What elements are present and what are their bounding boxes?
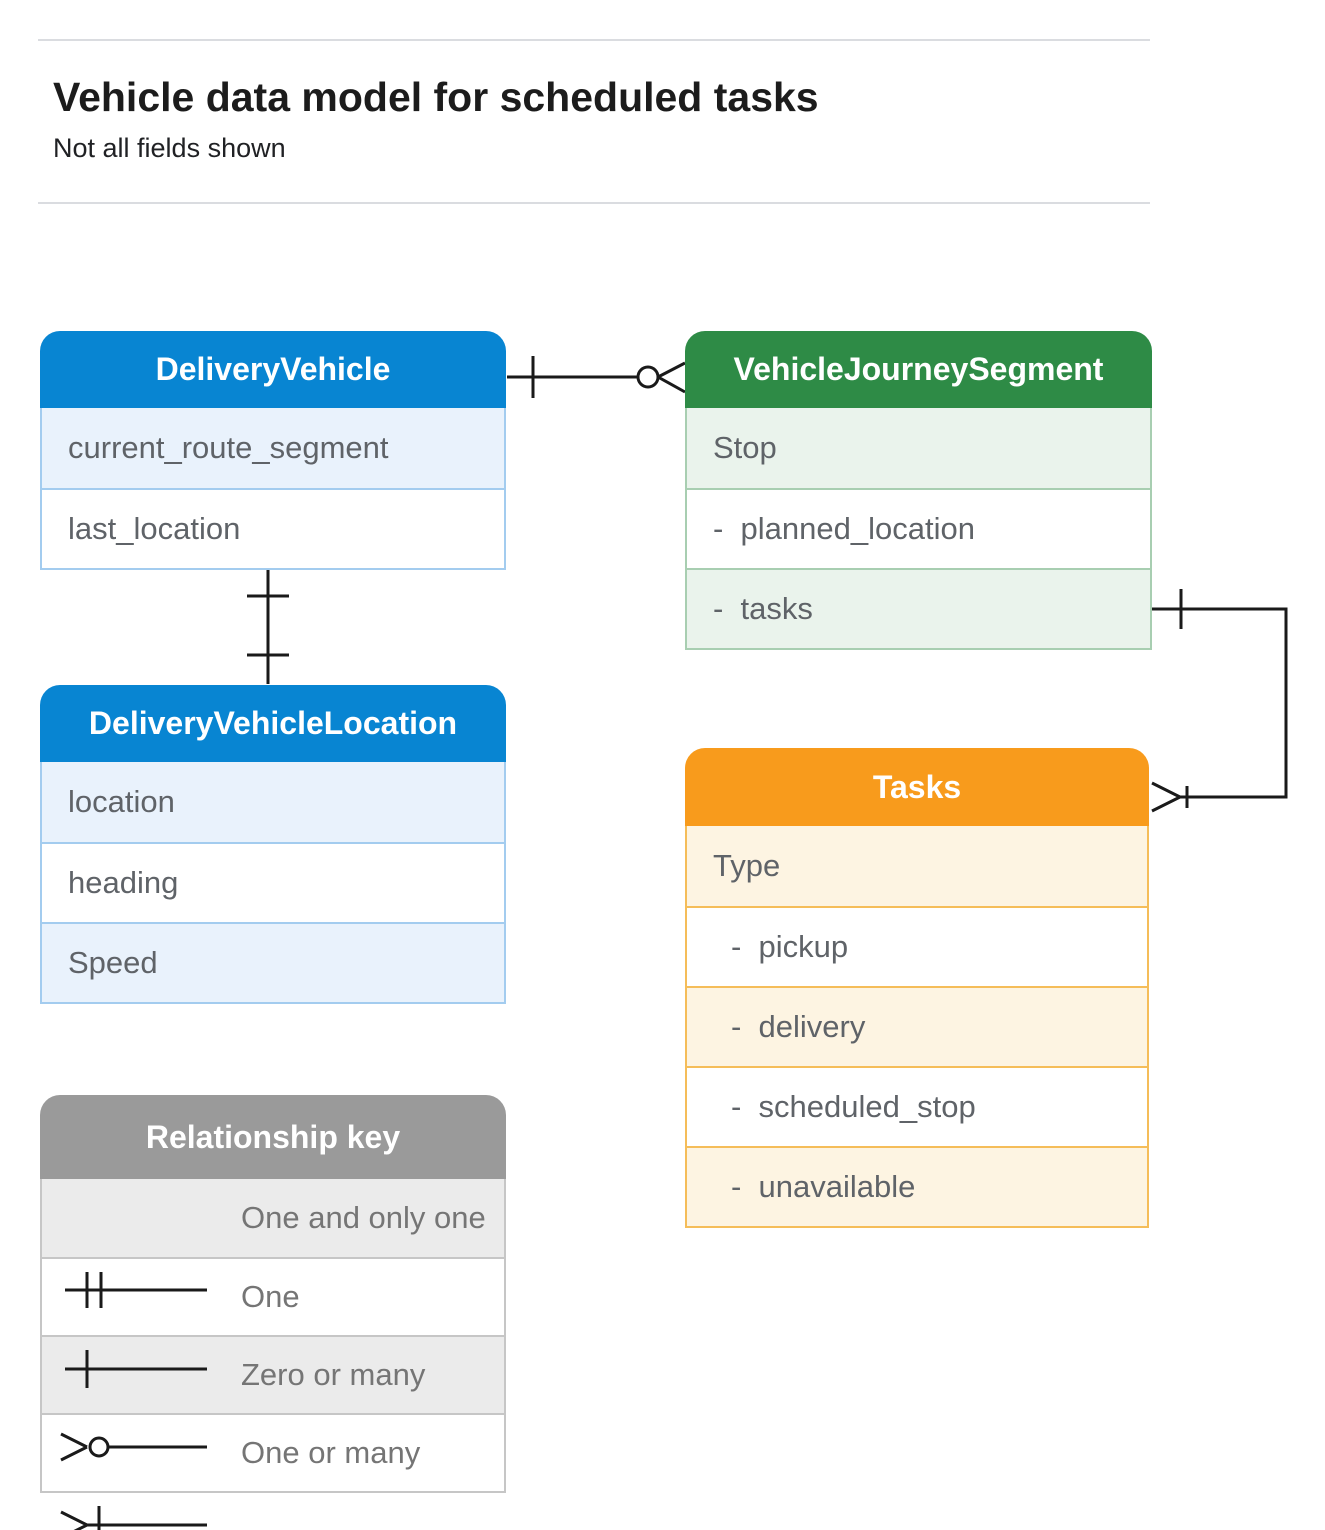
field-row: - scheduled_stop <box>687 1066 1147 1146</box>
key-row-one: One <box>42 1257 504 1388</box>
connector-deliveryvehicle-deliveryvehiclelocation <box>247 569 289 684</box>
zero-circle <box>636 365 660 389</box>
field-row: last_location <box>42 488 504 568</box>
key-label: Zero or many <box>241 1357 426 1392</box>
field-row: Stop <box>687 408 1150 488</box>
entity-delivery-vehicle-title: DeliveryVehicle <box>40 331 506 408</box>
entity-tasks-title: Tasks <box>685 748 1149 826</box>
field-row: - delivery <box>687 986 1147 1066</box>
key-label: One and only one <box>241 1200 486 1235</box>
field-row: location <box>42 762 504 842</box>
field-row: Type <box>687 826 1147 906</box>
page-title: Vehicle data model for scheduled tasks <box>53 74 819 120</box>
page-subtitle: Not all fields shown <box>53 133 286 163</box>
field-row: current_route_segment <box>42 408 504 488</box>
key-label: One <box>241 1279 300 1314</box>
field-row: - tasks <box>687 568 1150 648</box>
field-row: Speed <box>42 922 504 1002</box>
field-row: - pickup <box>687 906 1147 986</box>
relationship-key: Relationship key One and only one <box>40 1095 506 1530</box>
relationship-key-title: Relationship key <box>40 1095 506 1179</box>
entity-delivery-vehicle-location-fields: location heading Speed <box>40 762 506 1004</box>
key-row-one-and-only-one: One and only one <box>42 1179 504 1308</box>
one-or-many-icon <box>57 1429 217 1530</box>
one-icon <box>57 1273 217 1388</box>
key-row-one-or-many: One or many <box>42 1413 504 1530</box>
zero-or-many-icon <box>57 1351 217 1462</box>
crow-foot-icon <box>657 361 686 394</box>
entity-delivery-vehicle: DeliveryVehicle current_route_segment la… <box>40 331 506 570</box>
top-divider <box>38 39 1150 41</box>
relationship-key-rows: One and only one One <box>40 1179 506 1530</box>
entity-tasks-fields: Type - pickup - delivery - scheduled_sto… <box>685 826 1149 1228</box>
connector-deliveryvehicle-vehiclejourneysegment <box>507 356 686 398</box>
entity-vehicle-journey-segment-fields: Stop - planned_location - tasks <box>685 408 1152 650</box>
key-label: One or many <box>241 1435 421 1470</box>
connector-vehiclejourneysegment-tasks <box>1151 589 1288 813</box>
entity-delivery-vehicle-location: DeliveryVehicleLocation location heading… <box>40 685 506 1004</box>
crow-foot-icon <box>1151 781 1181 813</box>
entity-vehicle-journey-segment: VehicleJourneySegment Stop - planned_loc… <box>685 331 1152 650</box>
header-divider <box>38 202 1150 204</box>
field-row: - unavailable <box>687 1146 1147 1226</box>
field-row: heading <box>42 842 504 922</box>
entity-vehicle-journey-segment-title: VehicleJourneySegment <box>685 331 1152 408</box>
one-and-only-one-icon <box>57 1194 217 1308</box>
key-row-zero-or-many: Zero or many <box>42 1335 504 1462</box>
entity-tasks: Tasks Type - pickup - delivery - schedul… <box>685 748 1149 1228</box>
field-row: - planned_location <box>687 488 1150 568</box>
entity-delivery-vehicle-location-title: DeliveryVehicleLocation <box>40 685 506 762</box>
entity-delivery-vehicle-fields: current_route_segment last_location <box>40 408 506 570</box>
